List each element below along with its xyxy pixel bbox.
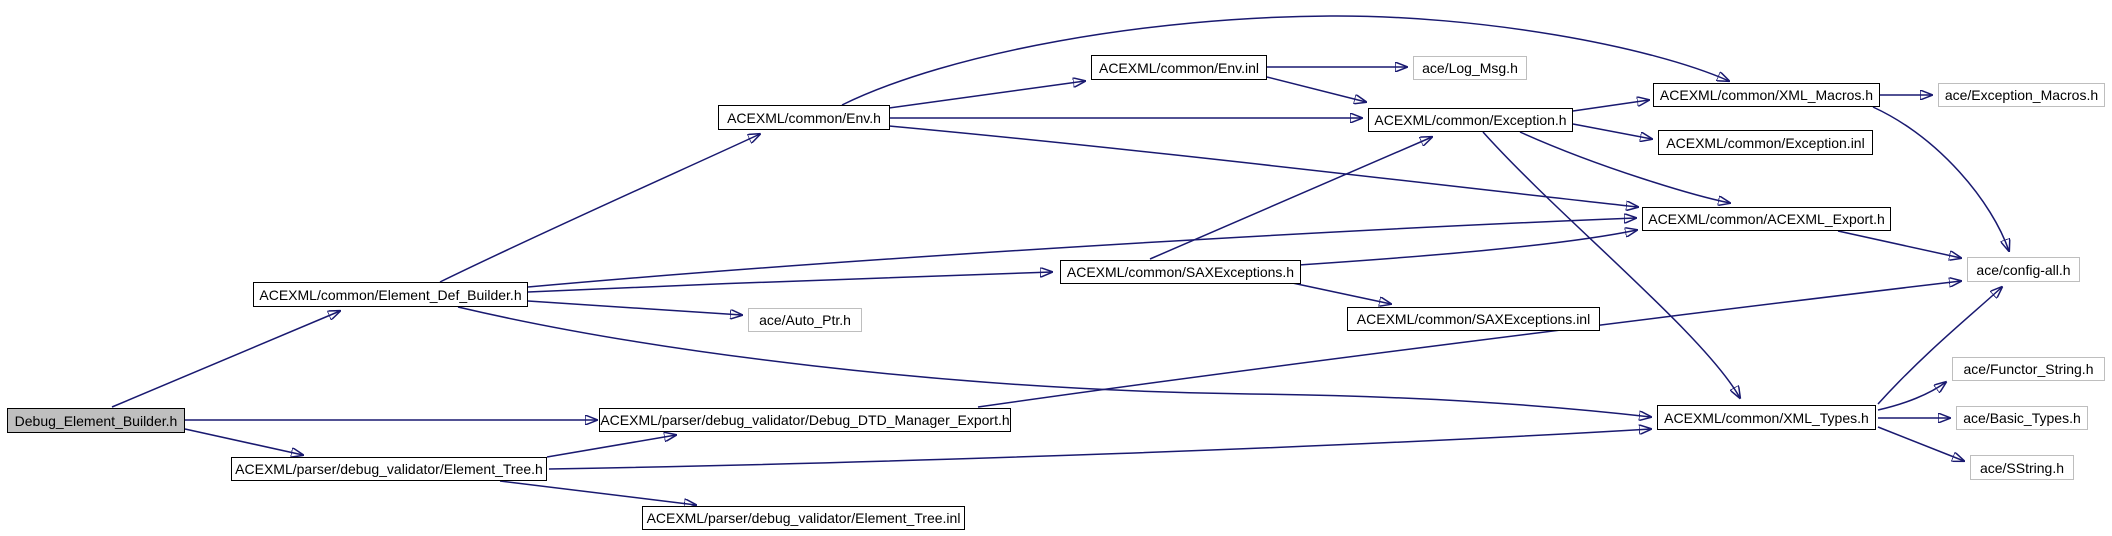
node-element_tree_h[interactable]: ACEXML/parser/debug_validator/Element_Tr… <box>231 457 547 481</box>
node-element_def_builder[interactable]: ACEXML/common/Element_Def_Builder.h <box>253 282 528 307</box>
node-env_inl[interactable]: ACEXML/common/Env.inl <box>1091 55 1267 80</box>
edge-exception_h-to-xml_types <box>1482 131 1740 398</box>
node-debug_dtd_manager_export[interactable]: ACEXML/parser/debug_validator/Debug_DTD_… <box>599 408 1011 432</box>
node-env_h[interactable]: ACEXML/common/Env.h <box>718 105 890 130</box>
node-saxexceptions_h[interactable]: ACEXML/common/SAXExceptions.h <box>1060 260 1301 284</box>
node-basic_types: ace/Basic_Types.h <box>1956 406 2088 430</box>
edge-env_h-to-xml_macros <box>841 15 1729 106</box>
node-exception_h[interactable]: ACEXML/common/Exception.h <box>1368 108 1573 132</box>
edge-xml_macros-to-config_all <box>1872 106 2009 251</box>
edge-saxexceptions_h-to-saxexceptions_inl <box>1282 280 1391 304</box>
node-saxexceptions_inl[interactable]: ACEXML/common/SAXExceptions.inl <box>1347 307 1600 331</box>
edge-exception_h-to-exception_inl <box>1572 123 1652 139</box>
edge-element_tree_h-to-element_tree_inl <box>499 480 696 505</box>
node-sstring: ace/SString.h <box>1970 455 2074 480</box>
edge-element_def_builder-to-saxexceptions_h <box>527 272 1052 293</box>
edge-xml_types-to-sstring <box>1877 426 1964 461</box>
node-xml_macros[interactable]: ACEXML/common/XML_Macros.h <box>1653 83 1880 107</box>
edge-exception_h-to-xml_macros <box>1572 100 1649 112</box>
edge-element_tree_h-to-debug_dtd_manager_export <box>546 435 676 458</box>
edge-xml_types-to-functor_string <box>1877 382 1946 411</box>
node-xml_types[interactable]: ACEXML/common/XML_Types.h <box>1657 405 1876 430</box>
edge-element_def_builder-to-env_h <box>439 134 760 283</box>
node-element_tree_inl[interactable]: ACEXML/parser/debug_validator/Element_Tr… <box>642 506 965 530</box>
node-auto_ptr: ace/Auto_Ptr.h <box>748 308 862 332</box>
edge-element_tree_h-to-xml_types <box>548 429 1651 470</box>
edge-element_def_builder-to-xml_types <box>457 306 1651 417</box>
edge-exception_h-to-acexml_export <box>1519 131 1730 203</box>
edge-env_h-to-env_inl <box>888 81 1085 109</box>
node-debug_element_builder: Debug_Element_Builder.h <box>7 408 185 433</box>
edge-saxexceptions_h-to-exception_h <box>1149 137 1432 260</box>
edge-debug_element_builder-to-element_tree_h <box>184 428 303 455</box>
node-exception_inl[interactable]: ACEXML/common/Exception.inl <box>1658 130 1873 155</box>
edge-env_inl-to-exception_h <box>1266 76 1366 102</box>
edge-xml_types-to-config_all <box>1877 287 2002 405</box>
edge-acexml_export-to-config_all <box>1837 230 1961 258</box>
edge-element_def_builder-to-auto_ptr <box>527 300 742 315</box>
edge-debug_element_builder-to-element_def_builder <box>111 311 340 408</box>
node-config_all: ace/config-all.h <box>1967 257 2080 282</box>
edge-debug_dtd_manager_export-to-config_all <box>977 281 1961 408</box>
node-acexml_export[interactable]: ACEXML/common/ACEXML_Export.h <box>1642 207 1891 231</box>
node-log_msg: ace/Log_Msg.h <box>1413 56 1527 80</box>
node-exception_macros: ace/Exception_Macros.h <box>1938 83 2105 107</box>
edge-env_h-to-acexml_export <box>888 125 1638 207</box>
node-functor_string: ace/Functor_String.h <box>1952 357 2105 381</box>
edge-saxexceptions_h-to-acexml_export <box>1282 230 1637 267</box>
edge-element_def_builder-to-acexml_export <box>527 218 1636 288</box>
